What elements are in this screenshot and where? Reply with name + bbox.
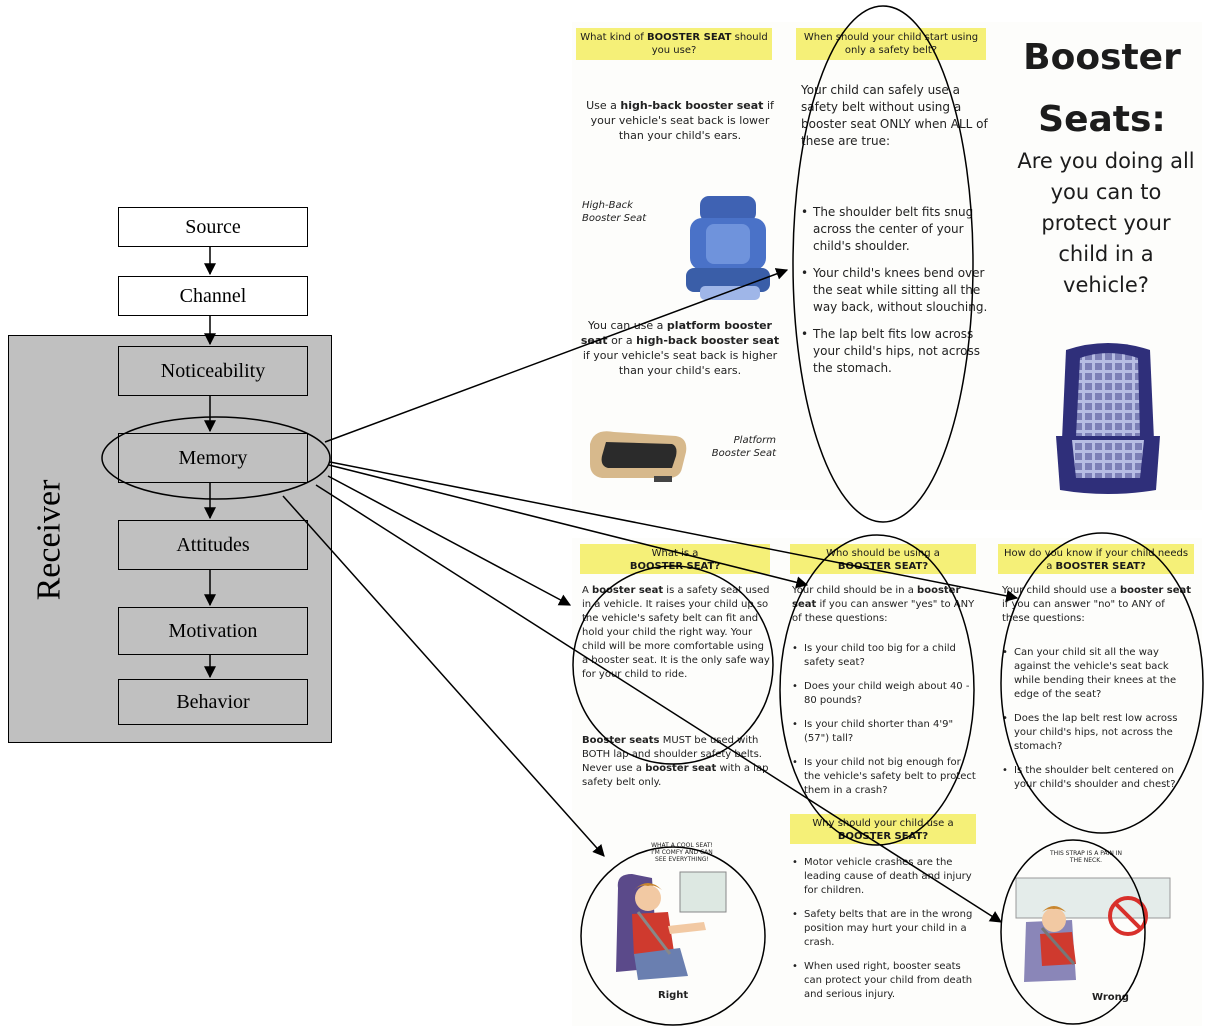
what-paragraph-2: Booster seats MUST be used with BOTH lap… bbox=[582, 735, 769, 788]
start-intro: Your child can safely use a safety belt … bbox=[801, 83, 988, 148]
who-intro: Your child should be in a booster seat i… bbox=[792, 585, 975, 624]
node-behavior: Behavior bbox=[118, 679, 308, 725]
start-header: When should your child start using only … bbox=[796, 28, 986, 60]
why-item: Safety belts that are in the wrong posit… bbox=[792, 908, 978, 950]
cover-title-1: Booster bbox=[1023, 37, 1181, 78]
node-channel: Channel bbox=[118, 276, 308, 316]
highlight-start-ellipse bbox=[792, 5, 974, 523]
why-item: When used right, booster seats can prote… bbox=[792, 960, 978, 1002]
wrong-speech-bubble: THIS STRAP IS A PAIN IN THE NECK. bbox=[1050, 850, 1122, 864]
wrong-caption: Wrong bbox=[1092, 992, 1129, 1003]
how-header: How do you know if your child needs a BO… bbox=[998, 544, 1194, 574]
how-item: Does the lap belt rest low across your c… bbox=[1002, 712, 1194, 754]
highlight-how-ellipse bbox=[1000, 532, 1204, 834]
how-intro: Your child should use a booster seat if … bbox=[1002, 585, 1192, 624]
prohibited-icon bbox=[1108, 896, 1148, 936]
platform-text: You can use a platform booster seat or a… bbox=[580, 319, 780, 377]
arrow-memory-start bbox=[324, 268, 789, 443]
platform-caption: Platform Booster Seat bbox=[711, 435, 776, 459]
how-item: Is the shoulder belt centered on your ch… bbox=[1002, 764, 1194, 792]
platform-booster-seat-image bbox=[590, 431, 687, 482]
node-motivation: Motivation bbox=[118, 607, 308, 655]
node-attitudes: Attitudes bbox=[118, 520, 308, 570]
highback-caption: High-Back Booster Seat bbox=[582, 200, 647, 224]
start-list: The shoulder belt fits snug across the c… bbox=[801, 204, 991, 387]
highlight-wrong-ellipse bbox=[1000, 839, 1146, 1025]
memory-highlight-ellipse bbox=[101, 416, 331, 500]
node-noticeability: Noticeability bbox=[118, 346, 308, 396]
start-item: The shoulder belt fits snug across the c… bbox=[801, 204, 991, 255]
what-paragraph-1: A booster seat is a safety seat used in … bbox=[582, 585, 770, 680]
who-list: Is your child too big for a child safety… bbox=[792, 642, 978, 808]
highlight-right-ellipse bbox=[580, 846, 766, 1026]
why-item: Motor vehicle crashes are the leading ca… bbox=[792, 856, 978, 898]
node-source: Source bbox=[118, 207, 308, 247]
highback-text: Use a high-back booster seat if your veh… bbox=[586, 99, 774, 142]
who-item: Does your child weigh about 40 - 80 poun… bbox=[792, 680, 978, 708]
cover-title-2: Seats: bbox=[1038, 99, 1166, 140]
why-list: Motor vehicle crashes are the leading ca… bbox=[792, 856, 978, 1012]
who-item: Is your child not big enough for the veh… bbox=[792, 756, 978, 798]
how-list: Can your child sit all the way against t… bbox=[1002, 646, 1194, 802]
cover-subtitle: Are you doing all you can to protect you… bbox=[1017, 149, 1195, 297]
right-caption: Right bbox=[658, 990, 689, 1001]
who-item: Is your child too big for a child safety… bbox=[792, 642, 978, 670]
who-item: Is your child shorter than 4'9" (57") ta… bbox=[792, 718, 978, 746]
brochure-top: What kind of BOOSTER SEAT should you use… bbox=[572, 22, 1202, 510]
highback-booster-seat-image bbox=[686, 196, 770, 300]
start-item: The lap belt fits low across your child'… bbox=[801, 326, 991, 377]
arrow-memory-who bbox=[328, 464, 809, 589]
right-speech-bubble: WHAT A COOL SEAT! I'M COMFY AND CAN SEE … bbox=[651, 842, 713, 863]
start-item: Your child's knees bend over the seat wh… bbox=[801, 265, 991, 316]
arrow-memory-right bbox=[282, 495, 605, 857]
how-item: Can your child sit all the way against t… bbox=[1002, 646, 1194, 702]
arrow-memory-wrong bbox=[315, 484, 1003, 923]
kind-header: What kind of BOOSTER SEAT should you use… bbox=[576, 28, 772, 60]
highlight-what-ellipse bbox=[572, 565, 774, 765]
arrow-memory-what bbox=[327, 475, 572, 606]
highlight-who-ellipse bbox=[779, 534, 975, 846]
node-memory: Memory bbox=[118, 433, 308, 483]
wrong-illustration bbox=[1015, 877, 1171, 982]
arrow-memory-how bbox=[329, 461, 1019, 602]
cover-booster-seat-image bbox=[1056, 343, 1160, 494]
right-illustration bbox=[616, 871, 727, 980]
